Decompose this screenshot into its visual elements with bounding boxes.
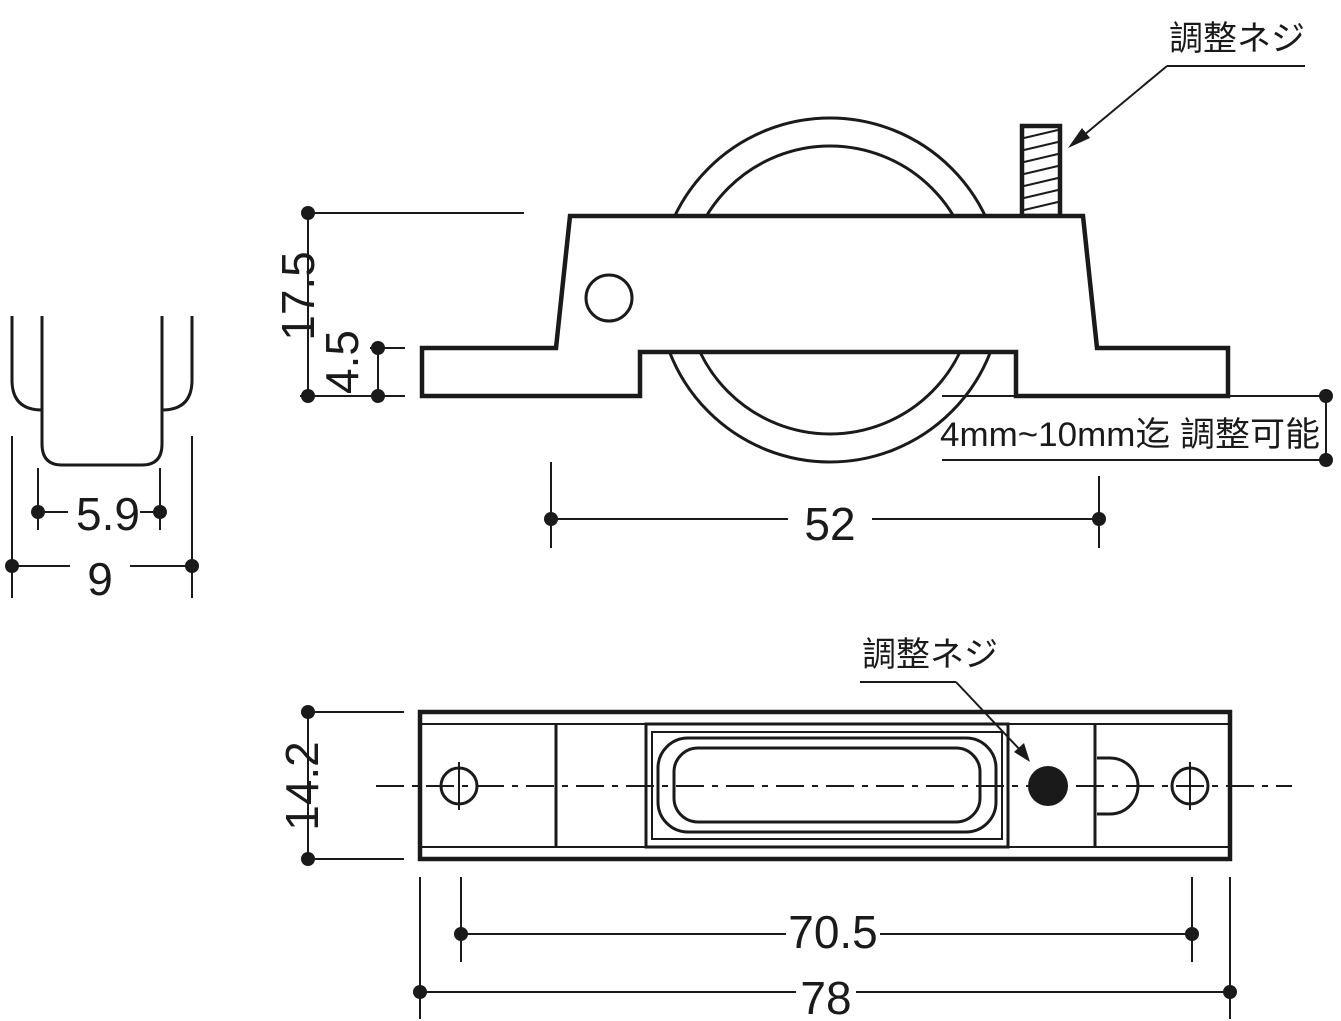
adjust-screw-thread [1023, 129, 1059, 211]
dim-side-height: 17.5 [272, 251, 324, 341]
dim-17-5-end-top [301, 206, 315, 220]
dim-9-end-right [185, 559, 199, 573]
label-adjust-screw-top: 調整ネジ [862, 635, 998, 675]
dim-9-end-left [5, 559, 19, 573]
housing-body [419, 213, 1231, 399]
dim-52-end-left [544, 512, 558, 526]
dim-78-end-right [1223, 985, 1237, 999]
dim-5-9-end-right [153, 505, 167, 519]
top-callout-leader [955, 681, 1023, 753]
top-adjust-screw [1028, 766, 1068, 806]
dim-side-base-height: 4.5 [316, 330, 368, 394]
dim-section-outer-width: 9 [87, 553, 113, 605]
dim-70-5-end-left [454, 927, 468, 941]
dim-top-overall-length: 78 [800, 972, 851, 1021]
dim-side-wheel-span: 52 [804, 498, 855, 550]
side-view: 調整ネジ 17.5 4.5 4mm~10mm迄 調整可能 52 [272, 19, 1333, 550]
dim-4-5-end-bottom [371, 389, 385, 403]
housing-pin-hole [584, 273, 634, 323]
dim-top-width: 14.2 [276, 741, 328, 831]
dim-top-hole-pitch: 70.5 [788, 906, 878, 958]
dim-14-2-end-top [301, 705, 315, 719]
dim-78-end-left [413, 985, 427, 999]
screw-callout-leader [1077, 65, 1168, 141]
dim-5-9-end-left [31, 505, 45, 519]
label-adjust-range: 4mm~10mm迄 調整可能 [940, 416, 1320, 454]
dim-section-inner-width: 5.9 [76, 488, 140, 540]
range-end-top [1319, 389, 1333, 403]
dim-4-5-end-top [371, 341, 385, 355]
dim-70-5-end-right [1185, 927, 1199, 941]
section-outer-profile [10, 316, 194, 467]
dim-14-2-end-bottom [301, 852, 315, 866]
range-end-bottom [1319, 453, 1333, 467]
screw-callout-arrow [1068, 128, 1090, 148]
top-view: 調整ネジ 14.2 70.5 78 [276, 635, 1292, 1021]
label-adjust-screw-side: 調整ネジ [1169, 19, 1305, 59]
dim-17-5-end-bottom [301, 389, 315, 403]
top-callout-arrow [1014, 743, 1030, 762]
section-view: 5.9 9 [5, 316, 199, 605]
section-inner-profile [40, 316, 164, 410]
dim-52-end-right [1092, 512, 1106, 526]
